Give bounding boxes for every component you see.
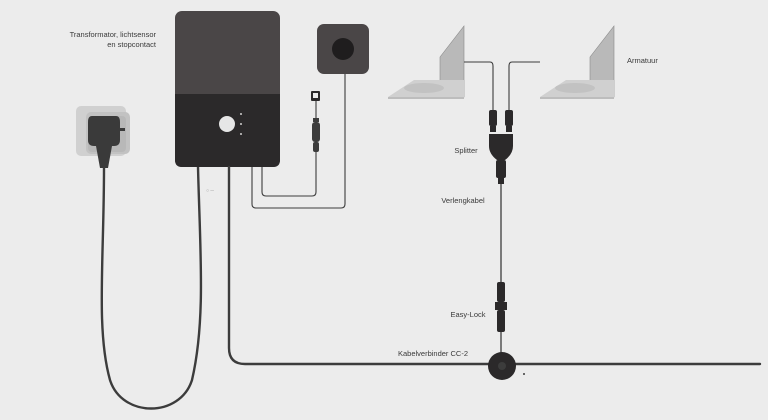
label-fixture: Armatuur: [627, 56, 658, 65]
sensor-plug: [311, 91, 320, 152]
power-plug: [88, 116, 125, 168]
label-extension-cable: Verlengkabel: [441, 196, 485, 205]
label-cable-connector: Kabelverbinder CC-2: [397, 349, 469, 358]
transformer-mark: ○ ─: [206, 188, 214, 194]
label-transformer-line1: Transformator, lichtsensor: [69, 30, 156, 39]
plug-cable: [100, 165, 203, 410]
fixture-right-cable: [508, 61, 540, 110]
label-easy-lock: Easy-Lock: [450, 310, 486, 319]
cable-connector-cc2: [488, 352, 525, 380]
sensor-cable-inner: [261, 100, 317, 197]
easy-lock-connector: [495, 282, 507, 332]
label-splitter: Splitter: [454, 146, 478, 155]
label-transformer-line2: en stopcontact: [107, 40, 156, 49]
splitter: [489, 110, 513, 184]
fixture-left: [388, 25, 465, 99]
main-cable: [227, 165, 762, 366]
fixture-left-cable: [464, 61, 494, 110]
label-transformer: Transformator, lichtsensor en stopcontac…: [70, 30, 156, 50]
fixture-right: [540, 25, 615, 99]
light-sensor: [317, 24, 369, 74]
sensor-cable-outer: [251, 74, 346, 209]
transformer-box: [175, 11, 280, 167]
